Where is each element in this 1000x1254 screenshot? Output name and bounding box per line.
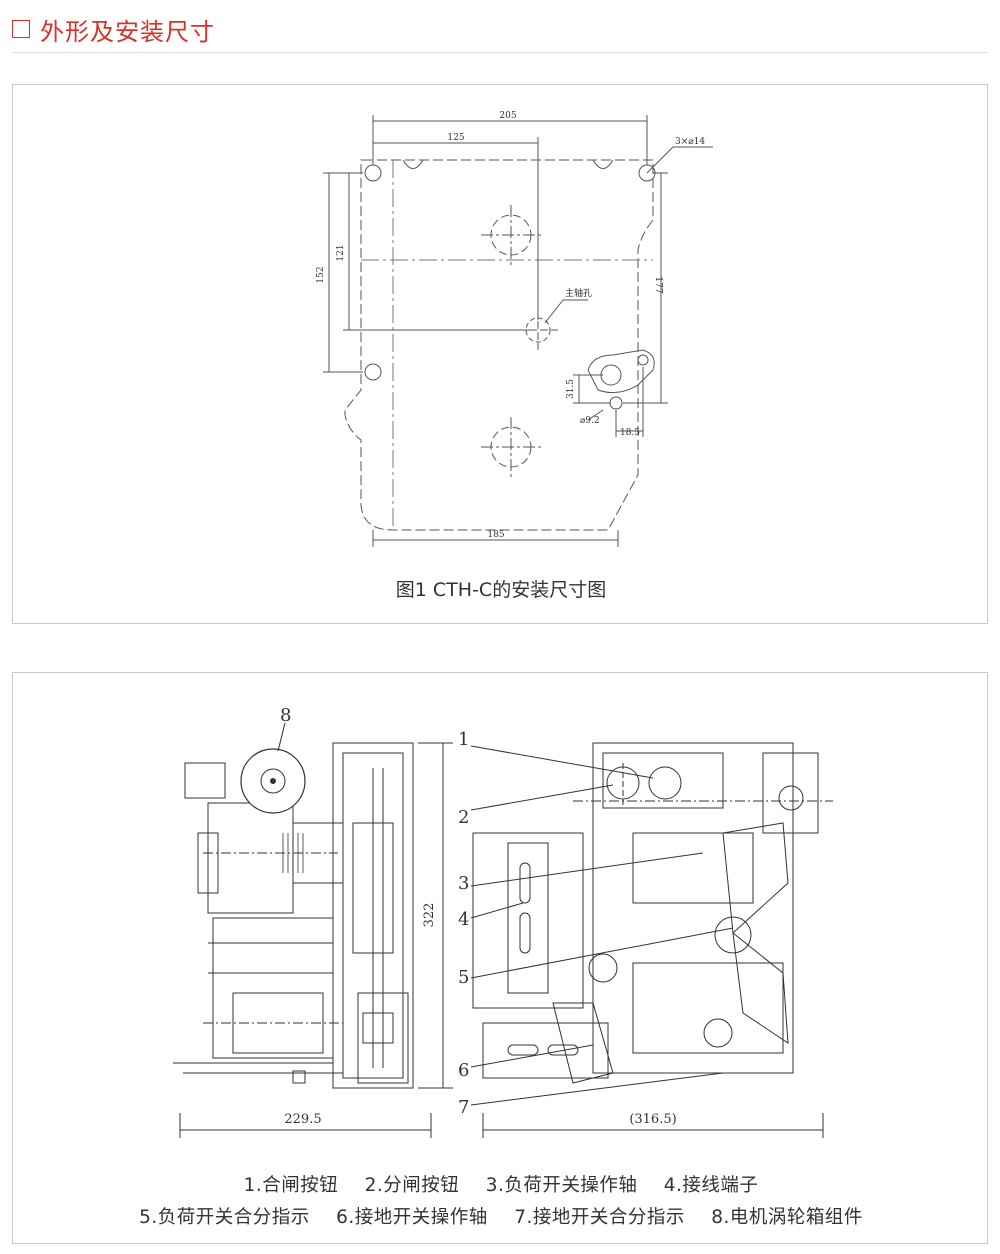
callout-5: 5 (458, 967, 469, 988)
dim-height: 322 (422, 903, 437, 928)
legend-item-5: 5.负荷开关合分指示 (139, 1207, 310, 1228)
header-divider (12, 52, 988, 53)
callout-7: 7 (458, 1097, 469, 1118)
figure-1-caption: 图1 CTH-C的安装尺寸图 (395, 579, 607, 601)
dim-left-inner: 121 (336, 244, 346, 261)
section-title: 外形及安装尺寸 (40, 17, 215, 46)
callout-6: 6 (458, 1060, 469, 1081)
dim-left-outer: 152 (316, 266, 326, 283)
callout-8: 8 (280, 705, 291, 726)
mechanism-assembly-drawing: 1 2 3 4 5 6 7 8 229.5 (316.5) 322 (173, 705, 833, 1138)
legend-item-3: 3.负荷开关操作轴 (485, 1175, 638, 1196)
callout-1: 1 (458, 729, 469, 750)
legend-row-2: 5.负荷开关合分指示 6.接地开关操作轴 7.接地开关合分指示 8.电机涡轮箱组… (13, 1203, 989, 1229)
legend-item-2: 2.分闸按钮 (364, 1175, 460, 1196)
dim-small-height: 31.5 (566, 379, 576, 399)
callout-4: 4 (458, 909, 469, 930)
legend-item-4: 4.接线端子 (663, 1175, 759, 1196)
dim-left-width: 229.5 (284, 1112, 321, 1127)
shaft-hole-label: 主轴孔 (565, 287, 592, 299)
legend-item-8: 8.电机涡轮箱组件 (711, 1207, 863, 1228)
dim-small-hole: ⌀9.2 (580, 416, 600, 426)
dim-right-width: (316.5) (629, 1112, 676, 1127)
dim-top-width: 205 (499, 111, 516, 121)
legend-item-6: 6.接地开关操作轴 (336, 1207, 488, 1228)
dim-inner-width: 125 (447, 133, 464, 143)
dim-small-offset: 18.5 (620, 428, 640, 438)
legend-item-1: 1.合闸按钮 (243, 1175, 339, 1196)
dim-bottom-width: 185 (487, 530, 504, 540)
mounting-dimension-drawing: 205 125 3×⌀14 152 121 177 主轴孔 31.5 ⌀9.2 … (316, 111, 713, 547)
section-header: 外形及安装尺寸 (12, 12, 215, 46)
figure-2-panel: 1 2 3 4 5 6 7 8 229.5 (316.5) 322 1.合闸按钮… (12, 672, 988, 1244)
dim-right-height: 177 (653, 276, 663, 293)
callout-3: 3 (458, 873, 469, 894)
figure-1-panel: 205 125 3×⌀14 152 121 177 主轴孔 31.5 ⌀9.2 … (12, 84, 988, 624)
dim-holes: 3×⌀14 (675, 137, 705, 147)
callout-2: 2 (458, 807, 469, 828)
legend-item-7: 7.接地开关合分指示 (514, 1207, 685, 1228)
checkbox-square-icon (12, 20, 30, 38)
legend-row-1: 1.合闸按钮 2.分闸按钮 3.负荷开关操作轴 4.接线端子 (13, 1171, 989, 1197)
